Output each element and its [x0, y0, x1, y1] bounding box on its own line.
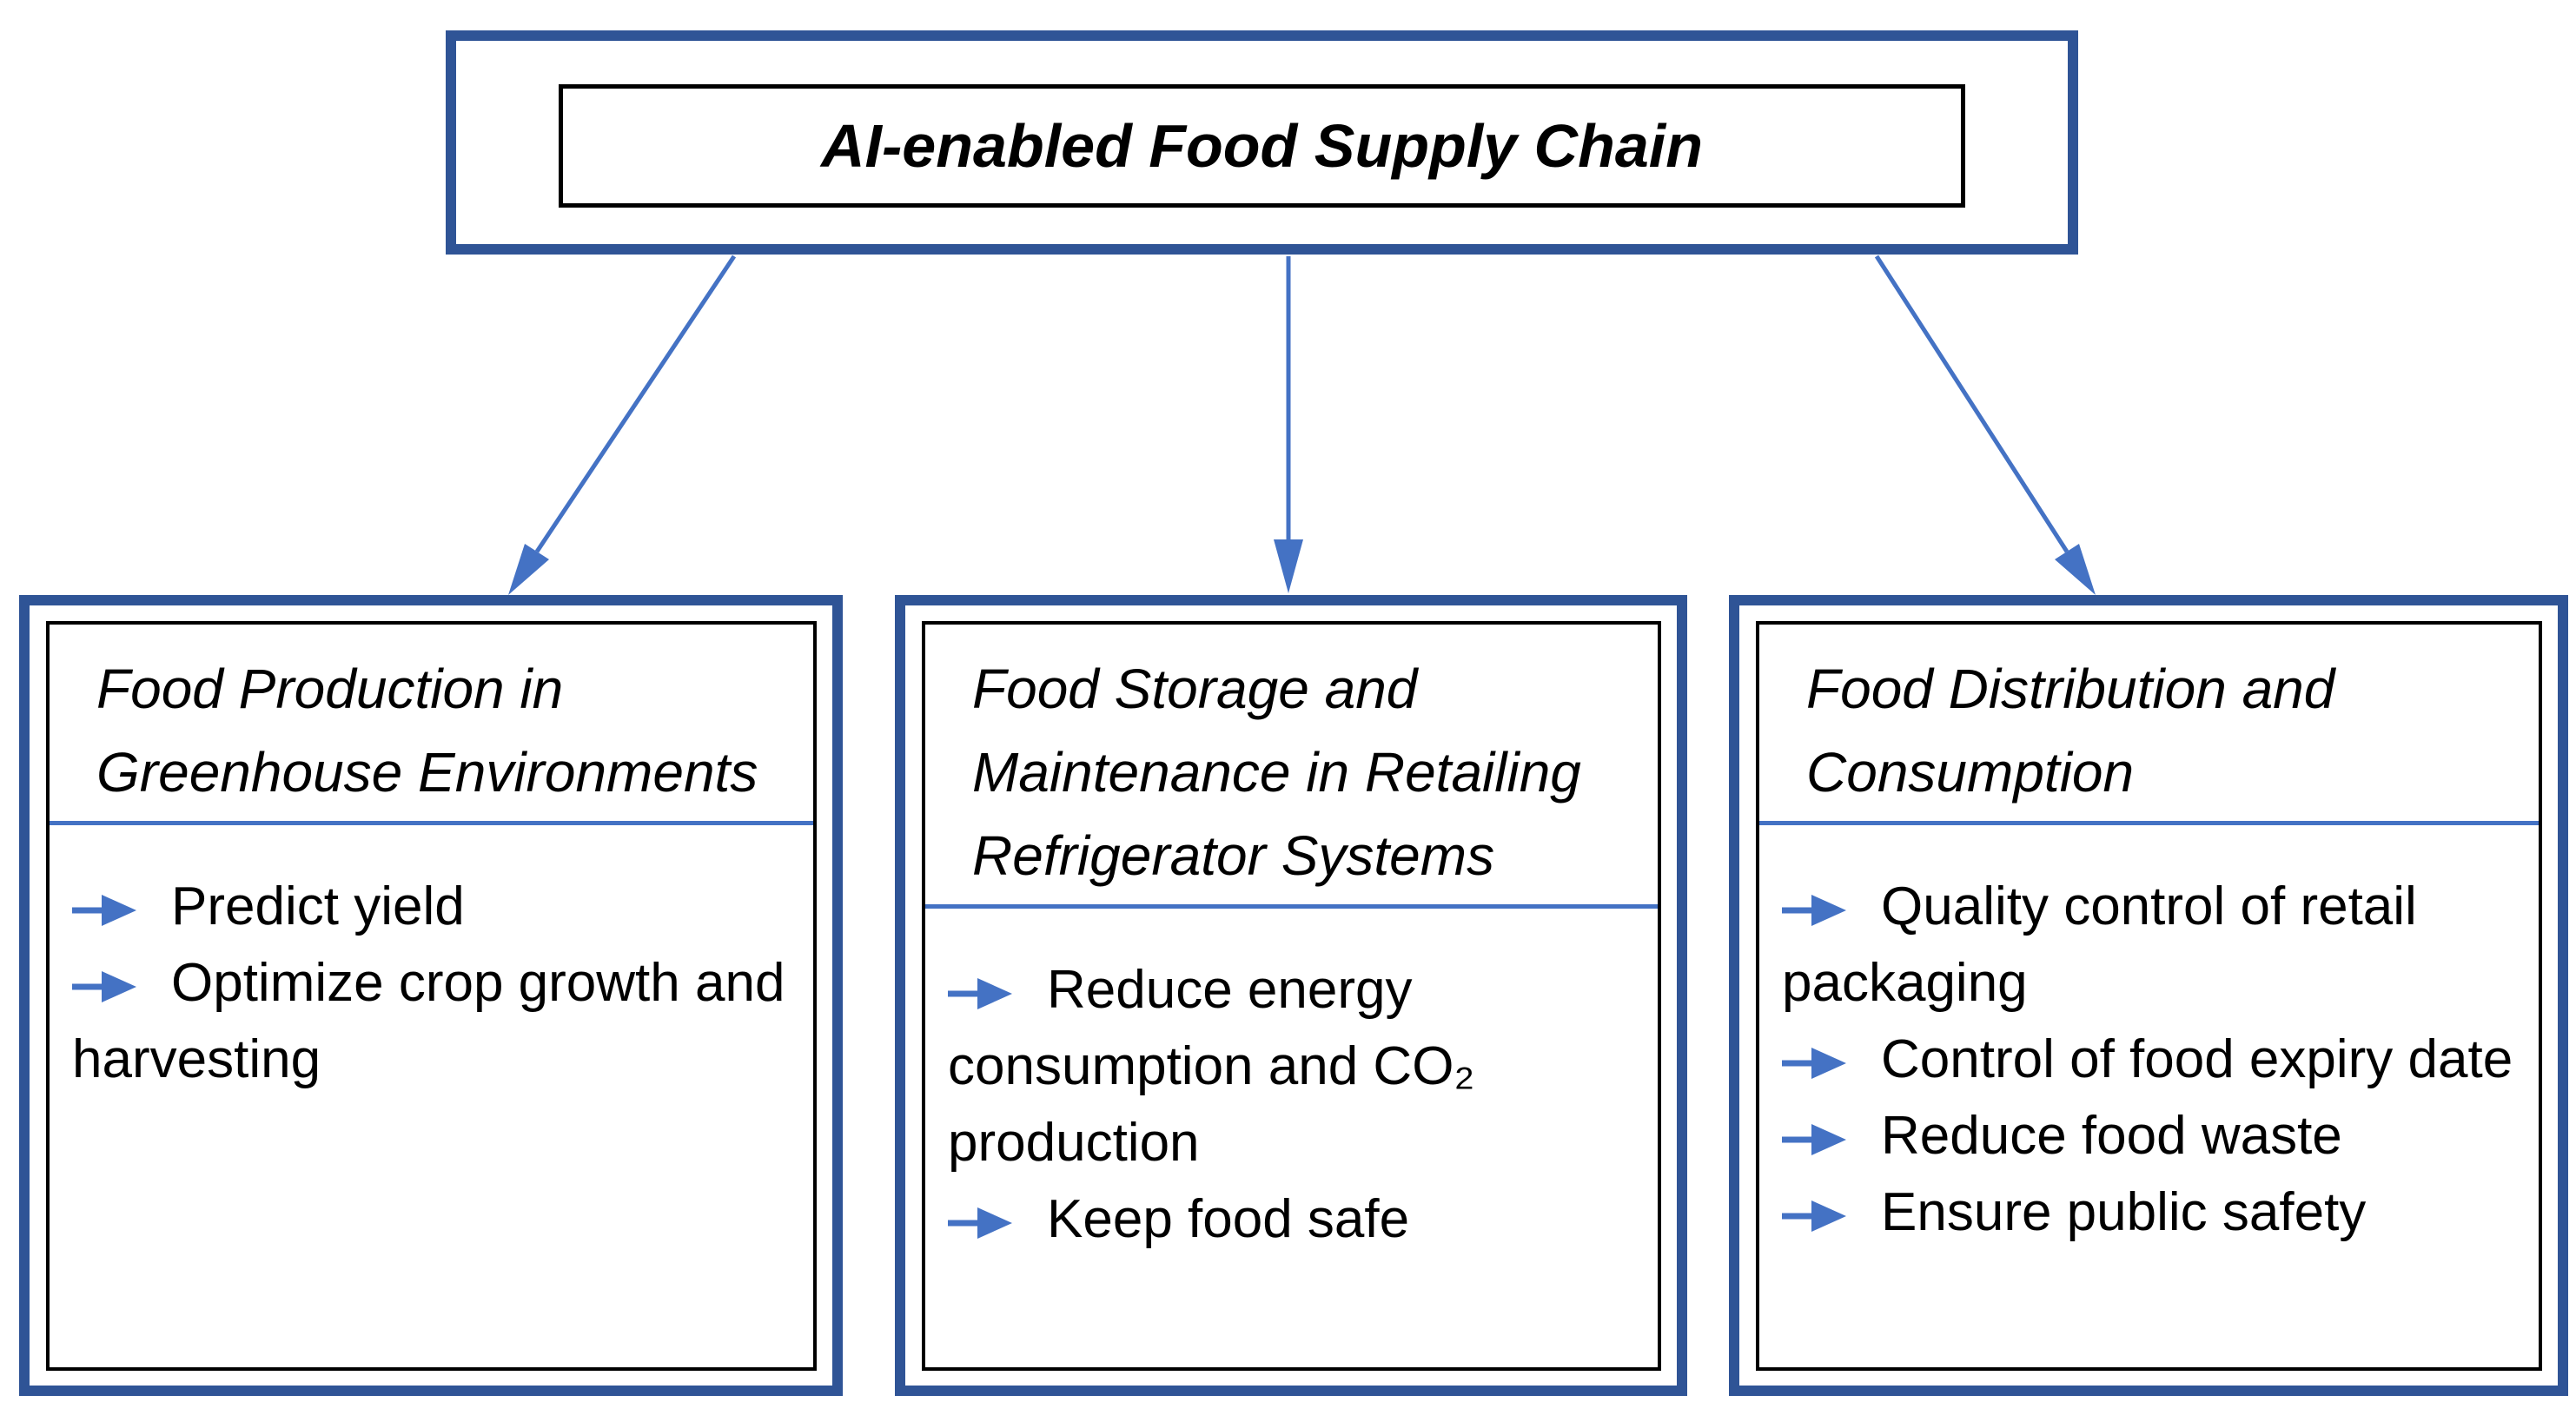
bullet-text: Reduce energy consumption and CO₂ produc… [948, 960, 1475, 1173]
root-node: AI-enabled Food Supply Chain [446, 30, 2078, 255]
right-arrow-icon [1782, 1048, 1846, 1079]
branch-box-production: Food Production in Greenhouse Environmen… [19, 595, 843, 1396]
bullet-list: Predict yield Optimize crop growth and h… [50, 825, 813, 1098]
right-arrow-icon [1782, 895, 1846, 926]
connector-arrow-middle [1274, 256, 1303, 593]
bullet-item: Predict yield [72, 869, 799, 945]
right-arrow-icon [948, 1207, 1012, 1239]
bullet-text: Optimize crop growth and harvesting [72, 953, 785, 1089]
bullet-text: Reduce food waste [1881, 1106, 2342, 1166]
bullet-list: Reduce energy consumption and CO₂ produc… [925, 909, 1658, 1258]
bullet-text: Keep food safe [1047, 1189, 1410, 1249]
connector-arrow-right [1874, 255, 2096, 595]
bullet-item: Reduce food waste [1782, 1098, 2525, 1174]
bullet-item: Ensure public safety [1782, 1174, 2525, 1251]
right-arrow-icon [1782, 1124, 1846, 1155]
bullet-text: Ensure public safety [1881, 1182, 2367, 1242]
branch-box-storage: Food Storage and Maintenance in Retailin… [895, 595, 1687, 1396]
bullet-item: Keep food safe [948, 1181, 1644, 1258]
title-divider [50, 821, 813, 825]
right-arrow-icon [72, 895, 136, 926]
bullet-item: Control of food expiry date [1782, 1022, 2525, 1098]
branch-title: Food Storage and Maintenance in Retailin… [972, 658, 1581, 887]
root-node-inner-frame: AI-enabled Food Supply Chain [559, 84, 1965, 208]
branch-inner-frame: Food Distribution and Consumption Qualit… [1756, 621, 2542, 1371]
branch-box-distribution: Food Distribution and Consumption Qualit… [1729, 595, 2568, 1396]
branch-title: Food Production in Greenhouse Environmen… [96, 658, 758, 804]
branch-title: Food Distribution and Consumption [1806, 658, 2335, 804]
bullet-item: Reduce energy consumption and CO₂ produc… [948, 952, 1644, 1181]
connector-arrow-left [508, 255, 737, 595]
title-divider [925, 904, 1658, 909]
bullet-text: Control of food expiry date [1881, 1029, 2513, 1089]
root-title: AI-enabled Food Supply Chain [821, 112, 1703, 180]
right-arrow-icon [72, 971, 136, 1002]
bullet-text: Quality control of retail packaging [1782, 876, 2417, 1013]
bullet-item: Quality control of retail packaging [1782, 869, 2525, 1022]
right-arrow-icon [948, 978, 1012, 1009]
right-arrow-icon [1782, 1200, 1846, 1232]
bullet-text: Predict yield [171, 876, 465, 936]
branch-inner-frame: Food Storage and Maintenance in Retailin… [922, 621, 1661, 1371]
title-divider [1759, 821, 2539, 825]
branch-inner-frame: Food Production in Greenhouse Environmen… [46, 621, 817, 1371]
bullet-item: Optimize crop growth and harvesting [72, 945, 799, 1098]
bullet-list: Quality control of retail packaging Cont… [1759, 825, 2539, 1251]
